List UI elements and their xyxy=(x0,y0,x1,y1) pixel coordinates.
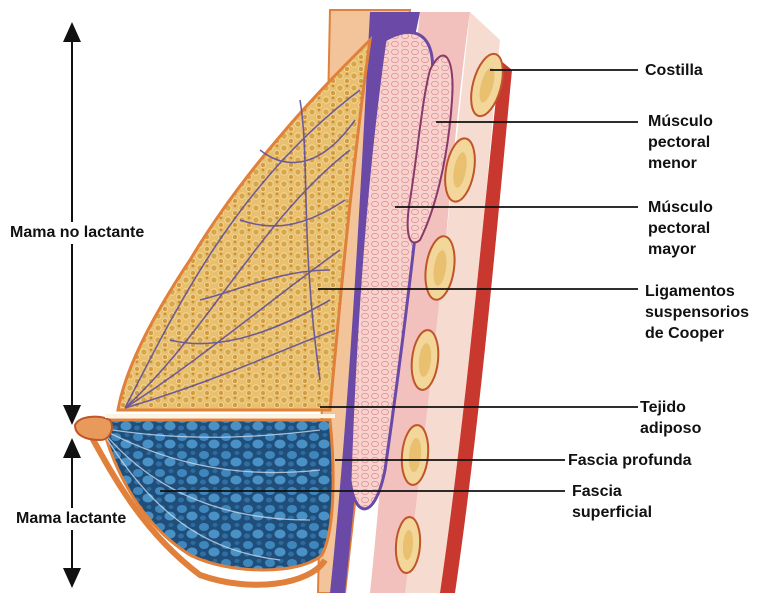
label-pectoral-menor: Músculo pectoral menor xyxy=(648,111,713,174)
label-ligamentos: Ligamentos suspensorios de Cooper xyxy=(645,281,749,344)
side-arrows xyxy=(63,22,81,588)
label-tejido-line: adiposo xyxy=(640,418,701,439)
label-tejido: Tejido adiposo xyxy=(640,397,701,439)
label-ligamentos-line: Ligamentos xyxy=(645,281,749,302)
label-pectoral-mayor-line: pectoral xyxy=(648,218,713,239)
label-tejido-line: Tejido xyxy=(640,397,701,418)
lactating-arrow-up xyxy=(63,438,81,458)
label-mama-no-lactante: Mama no lactante xyxy=(8,222,146,244)
label-pectoral-menor-line: pectoral xyxy=(648,132,713,153)
lactating-arrow-down xyxy=(63,568,81,588)
label-ligamentos-line: suspensorios xyxy=(645,302,749,323)
label-pectoral-mayor-line: mayor xyxy=(648,239,713,260)
label-pectoral-mayor: Músculo pectoral mayor xyxy=(648,197,713,260)
non-lactating-breast-tissue xyxy=(118,40,370,410)
label-costilla: Costilla xyxy=(645,60,703,81)
label-fascia-superficial-line: Fascia xyxy=(572,481,652,502)
non-lactating-arrow-up xyxy=(63,22,81,42)
label-ligamentos-line: de Cooper xyxy=(645,323,749,344)
label-fascia-profunda: Fascia profunda xyxy=(568,450,692,471)
nipple xyxy=(75,417,112,440)
label-fascia-superficial: Fascia superficial xyxy=(572,481,652,523)
label-pectoral-menor-line: menor xyxy=(648,153,713,174)
lactating-breast-tissue xyxy=(100,420,333,570)
label-mama-lactante: Mama lactante xyxy=(14,508,128,530)
label-pectoral-menor-line: Músculo xyxy=(648,111,713,132)
label-pectoral-mayor-line: Músculo xyxy=(648,197,713,218)
label-fascia-superficial-line: superficial xyxy=(572,502,652,523)
